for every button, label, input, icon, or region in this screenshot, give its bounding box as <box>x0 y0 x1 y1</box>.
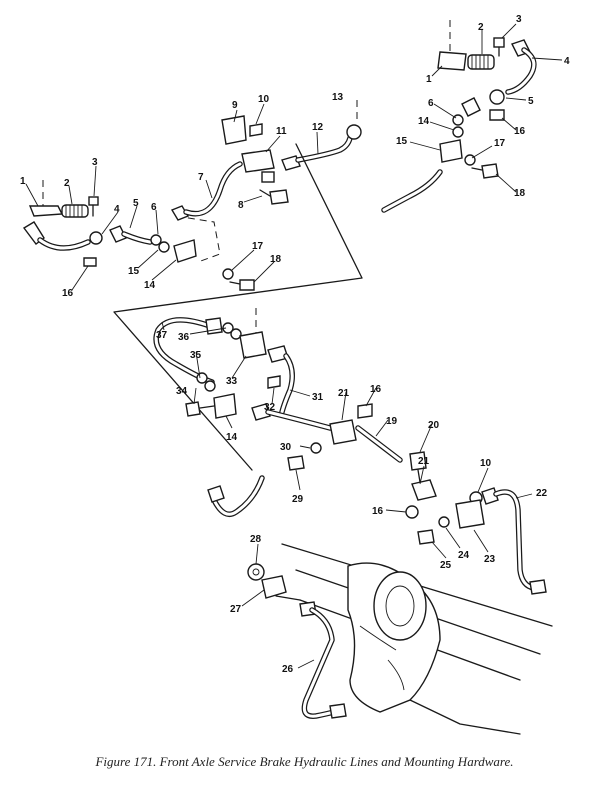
top-right-assembly <box>381 20 537 213</box>
callout-36: 36 <box>178 332 190 343</box>
callout-31: 31 <box>312 392 324 403</box>
callout-28: 28 <box>250 534 262 545</box>
callout-14: 14 <box>226 432 238 443</box>
callout-35: 35 <box>190 350 202 361</box>
callout-10: 10 <box>480 458 492 469</box>
leader-lines <box>25 23 563 669</box>
exploded-view-frame <box>113 143 363 471</box>
callout-4: 5 <box>528 96 534 107</box>
callout-21: 21 <box>418 456 430 467</box>
callout-3: 3 <box>92 157 98 168</box>
callout-18: 18 <box>514 188 526 199</box>
callout-33: 33 <box>226 376 238 387</box>
callout-34: 34 <box>176 386 188 397</box>
callout-30: 30 <box>280 442 292 453</box>
bottom-fitting-assembly <box>247 563 347 719</box>
callout-21: 21 <box>338 388 350 399</box>
callout-16: 16 <box>370 384 382 395</box>
callout-27: 27 <box>230 604 242 615</box>
callout-13: 13 <box>332 92 344 103</box>
top-left-assembly <box>22 100 362 291</box>
callout-15: 15 <box>128 266 140 277</box>
callout-4: 4 <box>114 204 120 215</box>
callout-5: 4 <box>564 56 570 67</box>
callout-20: 20 <box>428 420 440 431</box>
callout-26: 26 <box>282 664 294 675</box>
callout-16: 16 <box>514 126 526 137</box>
callout-8: 8 <box>238 200 244 211</box>
axle-housing <box>275 543 553 735</box>
callout-5: 5 <box>133 198 139 209</box>
callout-labels: 1 2 3 4 5 6 7 8 9 10 11 12 13 14 15 16 1… <box>20 14 570 675</box>
brake-lines-diagram: 1 2 3 4 5 6 7 8 9 10 11 12 13 14 15 16 1… <box>20 14 570 735</box>
callout-16: 16 <box>372 506 384 517</box>
callout-2: 2 <box>478 22 484 33</box>
callout-18: 18 <box>270 254 282 265</box>
callout-14: 14 <box>144 280 156 291</box>
callout-23: 23 <box>484 554 496 565</box>
callout-17: 17 <box>494 138 506 149</box>
callout-22: 22 <box>536 488 548 499</box>
callout-29: 29 <box>292 494 304 505</box>
callout-10: 10 <box>258 94 270 105</box>
figure-caption: Figure 171. Front Axle Service Brake Hyd… <box>95 754 514 769</box>
callout-17: 17 <box>252 241 264 252</box>
callout-37: 37 <box>156 330 168 341</box>
callout-6: 6 <box>428 98 434 109</box>
callout-6: 6 <box>151 202 157 213</box>
callout-19: 19 <box>386 416 398 427</box>
callout-1: 1 <box>20 176 26 187</box>
callout-12: 12 <box>312 122 324 133</box>
callout-24: 24 <box>458 550 470 561</box>
callout-32: 32 <box>264 402 276 413</box>
middle-assembly <box>153 308 547 595</box>
callout-15: 14 <box>418 116 430 127</box>
callout-14: 15 <box>396 136 408 147</box>
callout-9: 9 <box>232 100 238 111</box>
callout-2: 2 <box>64 178 70 189</box>
callout-16: 16 <box>62 288 74 299</box>
callout-3: 3 <box>516 14 522 25</box>
callout-11: 11 <box>276 126 287 137</box>
callout-1: 1 <box>426 74 432 85</box>
callout-25: 25 <box>440 560 452 571</box>
callout-7: 7 <box>198 172 204 183</box>
